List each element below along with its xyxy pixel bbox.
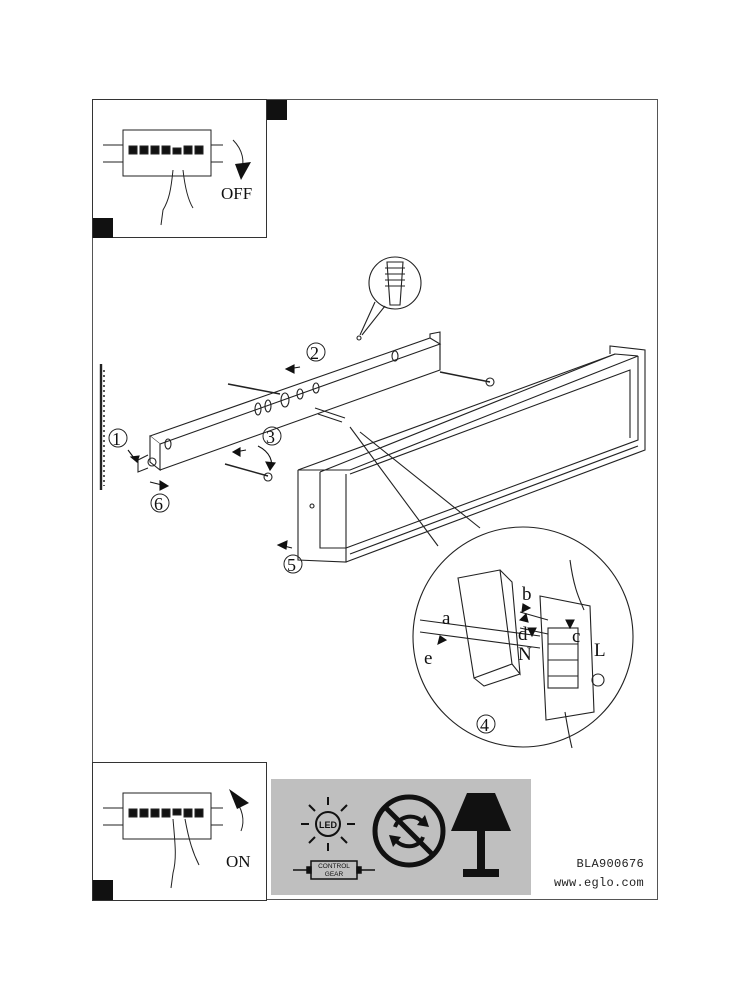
wire-b-label: b [522, 584, 532, 605]
step-1-label: 1 [112, 429, 121, 449]
step-6-label: 6 [154, 494, 163, 514]
step-4-label: 4 [480, 715, 489, 735]
switch-off-panel [92, 99, 267, 238]
corner-mark [93, 880, 113, 900]
step-labels: 1 2 3 4 5 6 [108, 342, 496, 735]
website-url[interactable]: www.eglo.com [553, 876, 644, 890]
wire-d-label: d [518, 624, 528, 645]
step-3-label: 3 [266, 427, 275, 447]
symbol-icons: LED CONTROL GEAR [293, 793, 511, 880]
step-5-label: 5 [287, 555, 296, 575]
step-2-label: 2 [310, 343, 319, 363]
switch-on-panel [92, 762, 267, 901]
table-lamp-icon [451, 793, 511, 877]
control-gear-line1: CONTROL [318, 863, 350, 870]
step-arrows [127, 364, 575, 646]
led-text: LED [319, 820, 338, 830]
page-frame [92, 99, 658, 900]
control-gear-icon [293, 860, 375, 880]
no-dimming-icon [372, 794, 446, 868]
off-label: OFF [221, 184, 253, 203]
on-label: ON [226, 852, 251, 871]
neutral-label: N [518, 644, 532, 665]
control-gear-line2: GEAR [325, 871, 344, 878]
wire-a-label: a [442, 608, 451, 629]
screws [224, 371, 495, 482]
wire-e-label: e [424, 648, 432, 669]
symbol-panel: LED CONTROL GEAR [271, 779, 531, 895]
breaker-switches [128, 145, 204, 155]
led-bulb-icon [301, 797, 355, 851]
wire-c-label: c [572, 626, 580, 647]
corner-mark [267, 100, 287, 120]
wall-hatch [99, 364, 105, 490]
product-code: BLA900676 [576, 857, 644, 871]
mounting-bracket [137, 331, 442, 473]
wall-anchor-callout [356, 256, 422, 341]
live-label: L [594, 640, 606, 661]
breaker-on-illustration [103, 789, 249, 889]
wiring-labels: a b c d e N L [424, 584, 606, 669]
wiring-detail [412, 526, 634, 749]
corner-mark [93, 218, 113, 238]
breaker-off-illustration [103, 129, 251, 226]
